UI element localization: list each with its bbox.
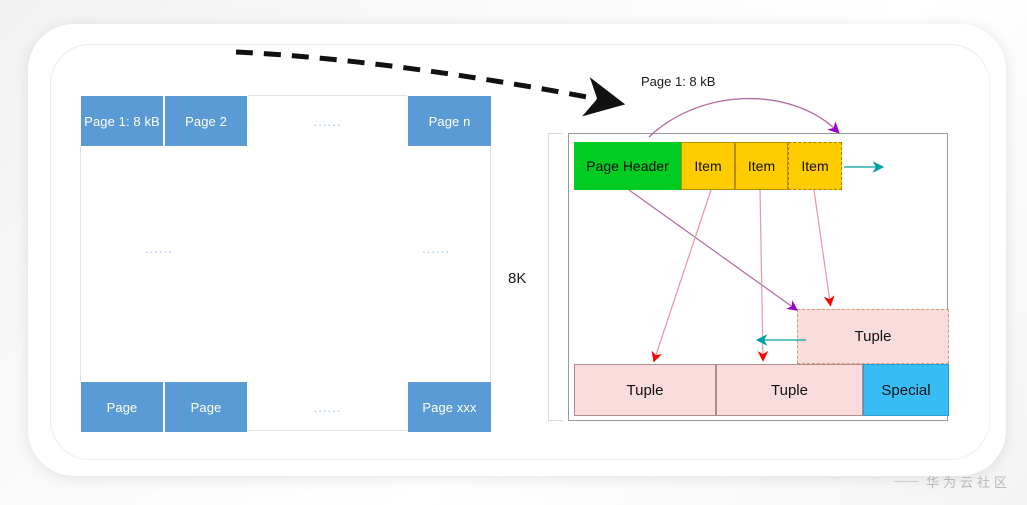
page-cell-top-1[interactable]: Page 1: 8 kB xyxy=(80,95,164,147)
page-cell-top-n[interactable]: Page n xyxy=(407,95,492,147)
item-box-1[interactable]: Item xyxy=(681,142,735,190)
tuple-box-floating[interactable]: Tuple xyxy=(797,309,949,364)
page-cell-bottom-1[interactable]: Page xyxy=(80,381,164,433)
page-header-box[interactable]: Page Header xyxy=(574,142,681,190)
page-detail-frame: Page Header Item Item Item Tuple Tuple T… xyxy=(568,133,949,421)
special-box[interactable]: Special xyxy=(863,364,949,416)
page-size-bracket xyxy=(548,133,563,421)
watermark: 华为云社区 xyxy=(893,472,1011,491)
heap-file-page-array: Page 1: 8 kB Page 2 ...... Page n ......… xyxy=(80,95,492,433)
item-box-2[interactable]: Item xyxy=(735,142,788,190)
page-cell-top-2[interactable]: Page 2 xyxy=(164,95,248,147)
page-dots-bottom: ...... xyxy=(313,399,342,415)
page-dots-middle-left: ...... xyxy=(145,240,173,256)
page-dots-top: ...... xyxy=(313,113,342,129)
page-detail-caption: Page 1: 8 kB xyxy=(641,74,716,89)
page-cell-bottom-xxx[interactable]: Page xxx xyxy=(407,381,492,433)
watermark-text: 华为云社区 xyxy=(925,476,1011,491)
page-cell-bottom-2[interactable]: Page xyxy=(164,381,248,433)
tuple-box-1[interactable]: Tuple xyxy=(574,364,716,416)
page-dots-middle-right: ...... xyxy=(422,240,450,256)
watermark-rule xyxy=(893,481,918,482)
tuple-box-2[interactable]: Tuple xyxy=(716,364,863,416)
item-box-3[interactable]: Item xyxy=(788,142,842,190)
page-size-label: 8K xyxy=(508,270,527,287)
